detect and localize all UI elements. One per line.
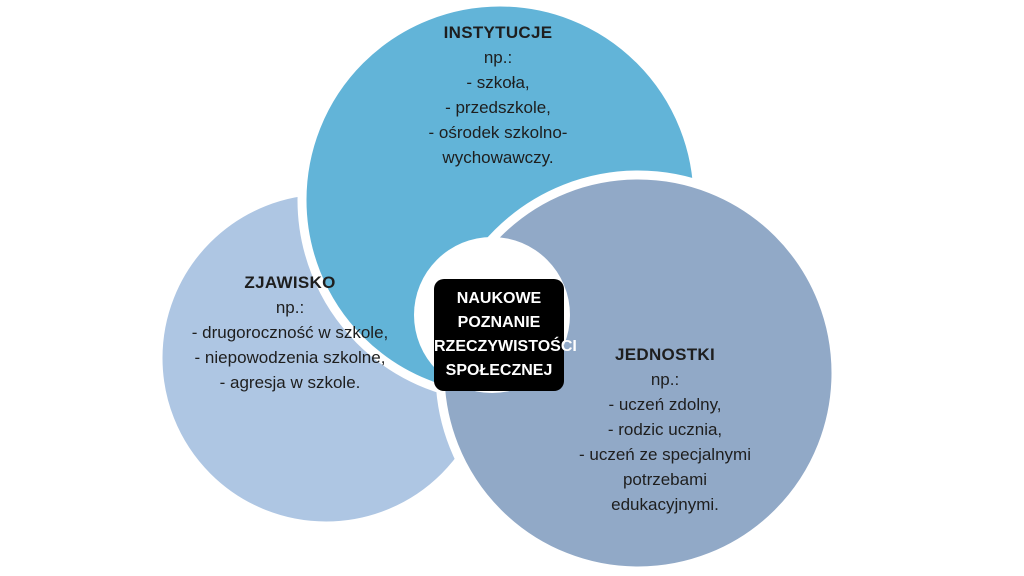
individuals-line: - uczeń zdolny, xyxy=(608,395,722,414)
individuals-line: - rodzic ucznia, xyxy=(607,420,723,439)
individuals-title: JEDNOSTKI xyxy=(615,345,715,364)
institutions-line: - szkoła, xyxy=(466,73,530,92)
center-label-line: SPOŁECZNEJ xyxy=(445,362,553,379)
institutions-text-block: INSTYTUCJE np.: - szkoła, - przedszkole,… xyxy=(383,20,613,170)
center-label-line: POZNANIE xyxy=(457,314,541,331)
institutions-line: wychowawczy. xyxy=(442,148,554,167)
phenomenon-text-block: ZJAWISKO np.: - drugoroczność w szkole, … xyxy=(140,270,440,395)
phenomenon-line: np.: xyxy=(275,298,305,317)
institutions-line: np.: xyxy=(483,48,513,67)
individuals-line: - uczeń ze specjalnymi xyxy=(579,445,751,464)
institutions-line: - przedszkole, xyxy=(445,98,551,117)
institutions-title: INSTYTUCJE xyxy=(443,23,553,42)
individuals-text-block: JEDNOSTKI np.: - uczeń zdolny, - rodzic … xyxy=(530,342,800,517)
phenomenon-line: - agresja w szkole. xyxy=(219,373,361,392)
center-label: NAUKOWE POZNANIE RZECZYWISTOŚCI SPOŁECZN… xyxy=(434,279,577,391)
center-label-line: RZECZYWISTOŚCI xyxy=(434,338,577,355)
phenomenon-line: - niepowodzenia szkolne, xyxy=(194,348,386,367)
center-label-line: NAUKOWE xyxy=(456,290,542,307)
individuals-line: np.: xyxy=(650,370,680,389)
institutions-line: - ośrodek szkolno- xyxy=(428,123,568,142)
phenomenon-line: - drugoroczność w szkole, xyxy=(191,323,389,342)
individuals-line: potrzebami xyxy=(622,470,708,489)
phenomenon-title: ZJAWISKO xyxy=(244,273,336,292)
individuals-line: edukacyjnymi. xyxy=(611,495,719,514)
